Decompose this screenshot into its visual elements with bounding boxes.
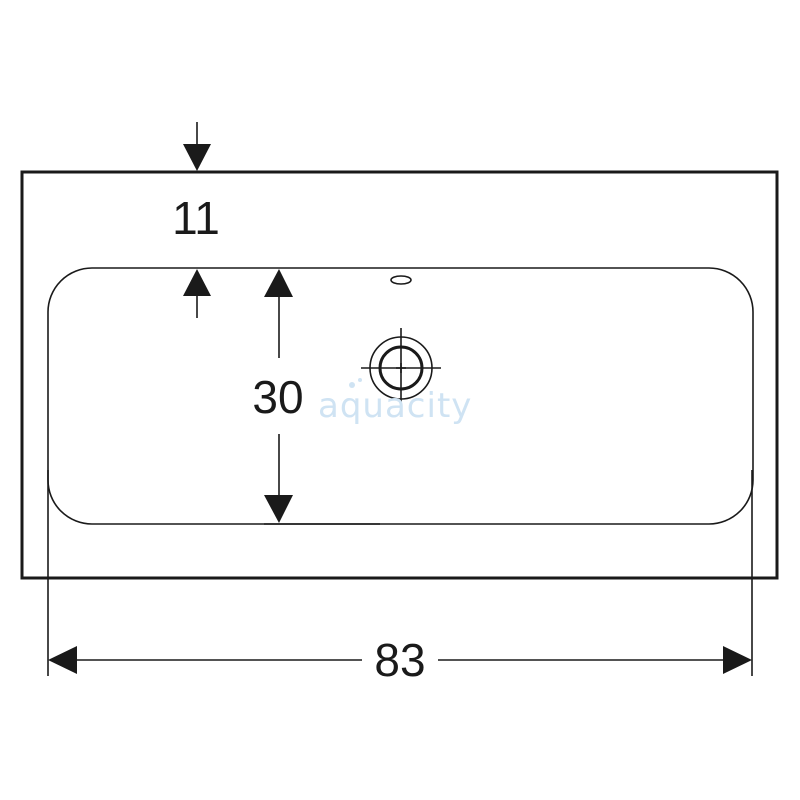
basin-outer-outline — [20, 170, 779, 580]
dimension-label-bowl-depth: 30 — [252, 371, 303, 423]
watermark-text: aquacity — [318, 386, 472, 426]
basin-bowl-outline — [47, 267, 754, 525]
dimension-top-depth: 11 — [172, 122, 220, 318]
tap-hole — [390, 275, 412, 285]
watermark-logo: aquacity — [318, 378, 472, 426]
dimension-label-width: 83 — [374, 634, 425, 686]
dimension-width: 83 — [47, 470, 753, 686]
dimension-label-top-depth: 11 — [172, 192, 220, 244]
drain-outlet — [361, 328, 441, 408]
dimension-bowl-depth: 30 — [252, 269, 380, 525]
